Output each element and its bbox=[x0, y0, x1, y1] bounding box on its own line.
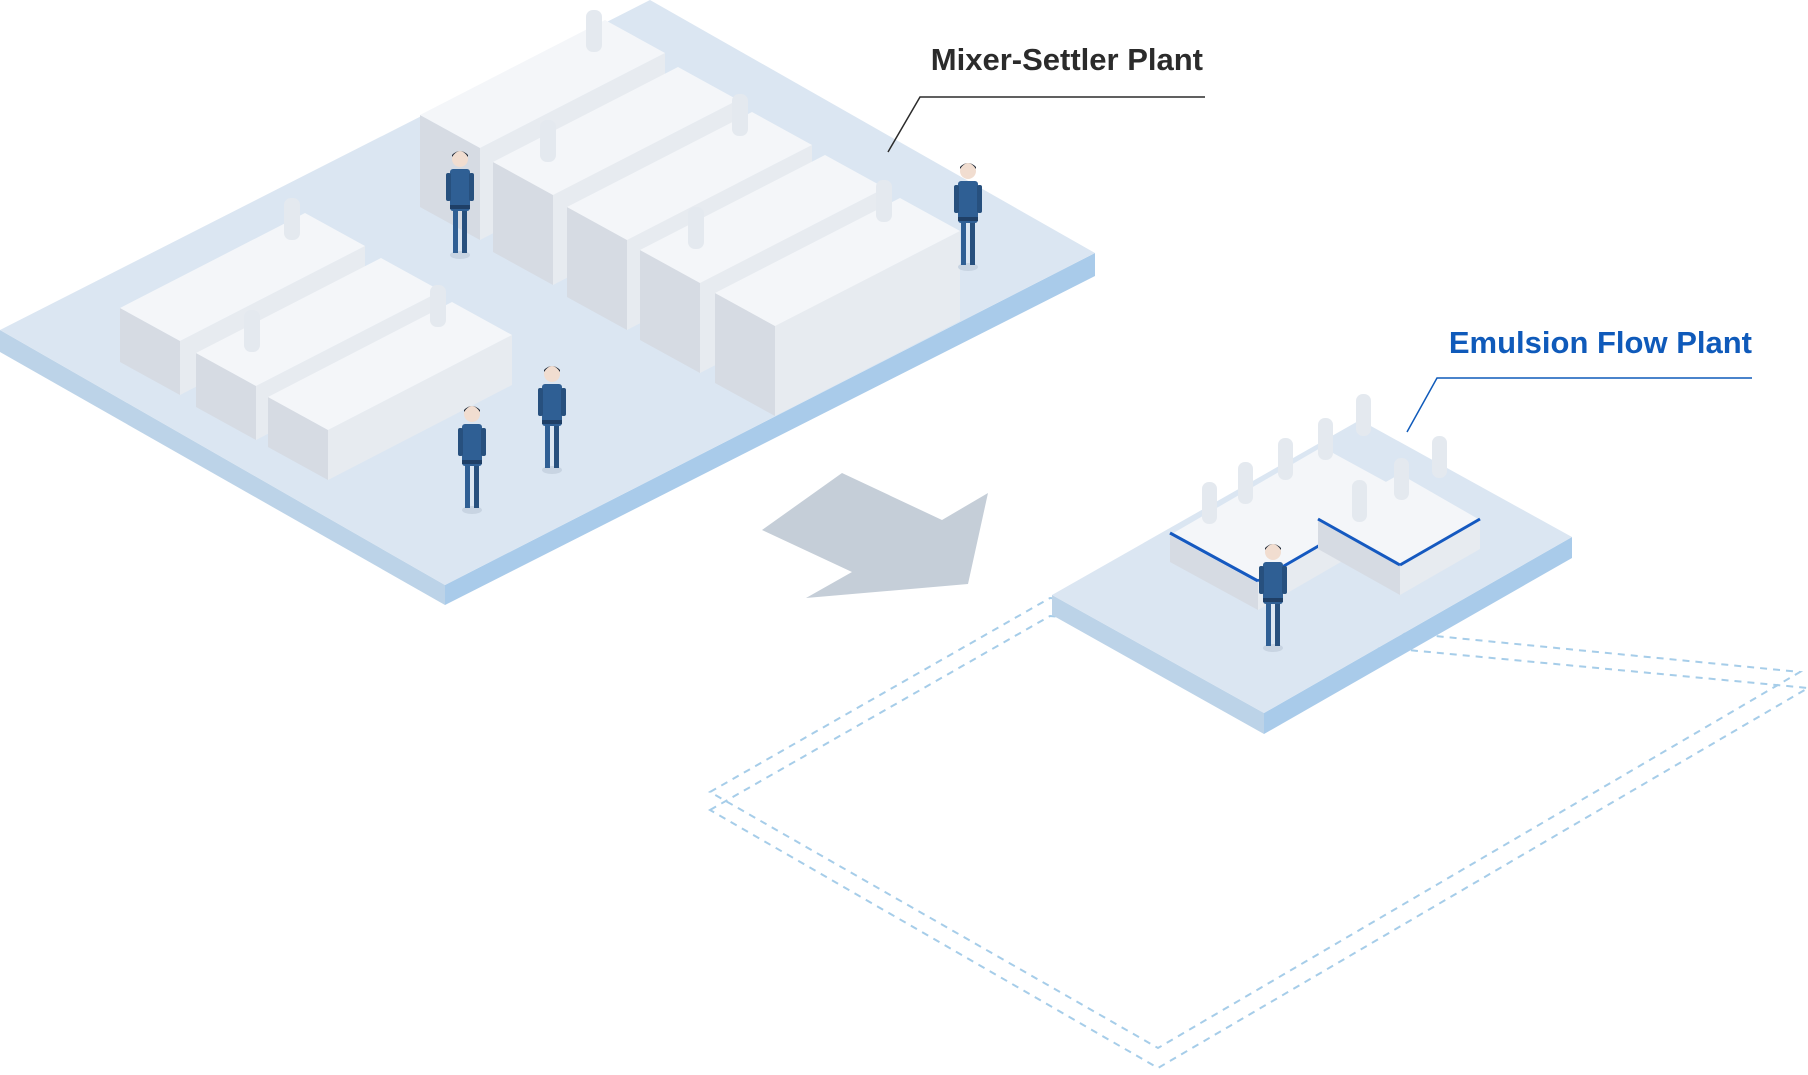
mixer-settler-callout: Mixer-Settler Plant bbox=[887, 42, 1205, 153]
callout-leader-line bbox=[1406, 377, 1752, 433]
footprint-dashed-outline bbox=[707, 596, 1808, 1070]
mixer-settler-label: Mixer-Settler Plant bbox=[931, 42, 1203, 77]
mixer-settler-platform bbox=[0, 0, 1095, 605]
settler-tank bbox=[268, 285, 512, 480]
emulsion-flow-platform bbox=[1052, 394, 1572, 734]
platform-side-left bbox=[0, 330, 445, 605]
platform-side-left bbox=[1052, 595, 1264, 734]
platform-side-right bbox=[1264, 537, 1572, 734]
platform-side-right bbox=[445, 253, 1095, 605]
arrow-right-down-icon bbox=[762, 473, 988, 598]
emulsion-flow-label: Emulsion Flow Plant bbox=[1449, 325, 1752, 360]
callout-leader-line bbox=[887, 96, 1205, 153]
emulsion-flow-callout: Emulsion Flow Plant bbox=[1406, 325, 1752, 433]
reactor-unit bbox=[1317, 436, 1481, 595]
settler-tank bbox=[715, 180, 960, 416]
